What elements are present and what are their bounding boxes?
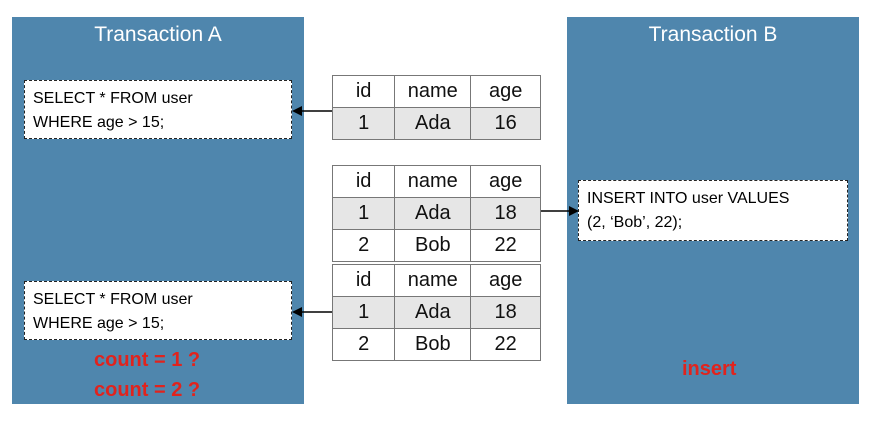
table-cell: 2 — [331, 229, 396, 262]
transaction-a-first-select: SELECT * FROM user WHERE age > 15; — [24, 80, 292, 139]
table-cell: Ada — [394, 197, 472, 230]
header-cell: id — [331, 75, 396, 108]
table-row: 1 Ada 18 — [331, 296, 541, 329]
table-row: 1 Ada 18 — [331, 197, 541, 230]
table-cell: Bob — [394, 328, 472, 361]
transaction-b-insert-statement: INSERT INTO user VALUES (2, ‘Bob’, 22); — [578, 180, 848, 241]
table-header-row: id name age — [331, 165, 541, 198]
table-cell: 18 — [470, 296, 541, 329]
table-cell: Bob — [394, 229, 472, 262]
table-initial-state: id name age 1 Ada 16 — [331, 75, 541, 140]
transaction-a-second-select: SELECT * FROM user WHERE age > 15; — [24, 281, 292, 340]
header-cell: id — [331, 264, 396, 297]
table-row: 1 Ada 16 — [331, 107, 541, 140]
header-cell: name — [394, 75, 472, 108]
table-cell: 1 — [331, 296, 396, 329]
header-cell: id — [331, 165, 396, 198]
table-cell: 22 — [470, 328, 541, 361]
count-option-1: count = 1 ? — [94, 349, 201, 371]
table-cell: 1 — [331, 107, 396, 140]
table-row: 2 Bob 22 — [331, 229, 541, 262]
table-cell: 22 — [470, 229, 541, 262]
table-cell: Ada — [394, 296, 472, 329]
sql-line: SELECT * FROM user — [33, 90, 193, 107]
table-cell: 1 — [331, 197, 396, 230]
header-cell: name — [394, 264, 472, 297]
insert-label: insert — [682, 358, 737, 380]
table-cell: 2 — [331, 328, 396, 361]
table-cell: 18 — [470, 197, 541, 230]
header-cell: name — [394, 165, 472, 198]
count-option-2: count = 2 ? — [94, 379, 201, 401]
table-header-row: id name age — [331, 264, 541, 297]
table-cell: Ada — [394, 107, 472, 140]
header-cell: age — [470, 75, 541, 108]
table-after-insert: id name age 1 Ada 18 2 Bob 22 — [331, 165, 541, 262]
sql-line: WHERE age > 15; — [33, 114, 165, 131]
table-second-read: id name age 1 Ada 18 2 Bob 22 — [331, 264, 541, 361]
transaction-b-title: Transaction B — [648, 23, 778, 46]
transaction-a-title: Transaction A — [94, 23, 222, 46]
sql-line: (2, ‘Bob’, 22); — [587, 214, 683, 231]
table-cell: 16 — [470, 107, 541, 140]
table-row: 2 Bob 22 — [331, 328, 541, 361]
sql-line: INSERT INTO user VALUES — [587, 190, 790, 207]
header-cell: age — [470, 165, 541, 198]
table-header-row: id name age — [331, 75, 541, 108]
sql-line: WHERE age > 15; — [33, 315, 165, 332]
sql-line: SELECT * FROM user — [33, 291, 193, 308]
